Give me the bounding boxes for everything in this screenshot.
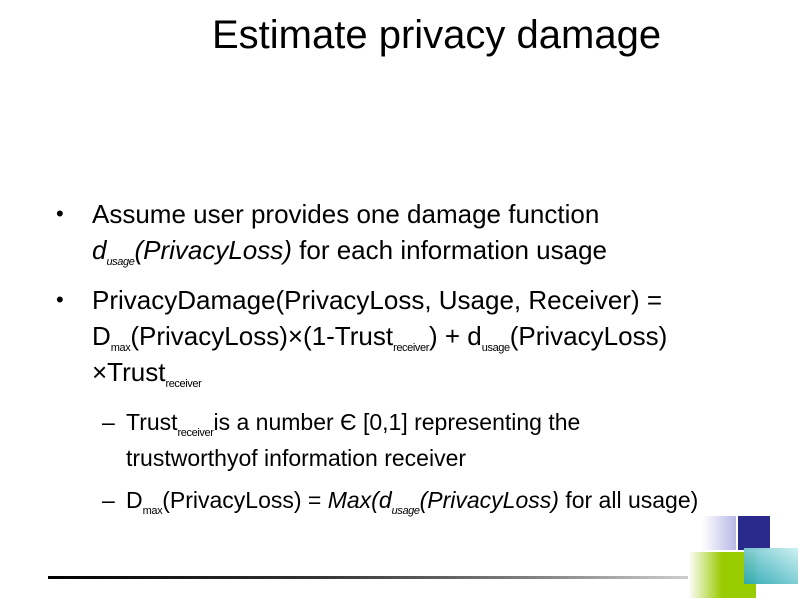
slide-body: • Assume user provides one damage functi…	[56, 196, 716, 524]
sub-text: D	[126, 487, 143, 513]
privacy-loss-arg: (PrivacyLoss)	[419, 487, 559, 513]
footer-divider	[48, 576, 718, 579]
deco-square-lime-light	[688, 552, 722, 598]
usage-subscript: usage	[481, 342, 510, 354]
privacy-loss-arg: (PrivacyLoss)	[134, 235, 292, 265]
formula-part: (PrivacyLoss)×(1-Trust	[130, 321, 394, 351]
formula-part: PrivacyDamage(PrivacyLoss, Usage, Receiv…	[92, 285, 663, 351]
sub-text: (PrivacyLoss) =	[162, 487, 328, 513]
d-symbol: d	[92, 235, 107, 265]
deco-square-lavender	[702, 516, 736, 550]
receiver-subscript: receiver	[393, 342, 430, 354]
formula-part: (PrivacyLoss) ×Trust	[92, 321, 668, 387]
max-function: Max(d	[327, 487, 392, 513]
decorative-squares	[688, 516, 798, 598]
bullet-mark: •	[56, 201, 64, 226]
deco-square-teal	[744, 548, 798, 584]
dash-mark: –	[102, 487, 115, 513]
slide-title: Estimate privacy damage	[212, 13, 662, 57]
bullet-assume-damage-function: • Assume user provides one damage functi…	[56, 196, 716, 268]
sub-text: is a number Є [0,1] representing the tru…	[126, 409, 581, 471]
subbullet-trust-definition: – Trustreceiveris a number Є [0,1] repre…	[56, 404, 716, 476]
subbullet-dmax-definition: – Dmax(PrivacyLoss) = Max(dusage(Privacy…	[56, 482, 716, 518]
formula-part: ) + d	[429, 321, 482, 351]
sub-text: Trust	[126, 409, 178, 435]
bullet-privacy-damage-formula: • PrivacyDamage(PrivacyLoss, Usage, Rece…	[56, 282, 716, 390]
receiver-subscript: receiver	[165, 378, 202, 390]
usage-subscript: usage	[391, 505, 420, 517]
dash-mark: –	[102, 409, 115, 435]
bullet-text-end: for each information usage	[291, 235, 608, 265]
receiver-subscript: receiver	[177, 427, 214, 439]
bullet-text: Assume user provides one damage function	[92, 199, 600, 229]
max-subscript: max	[110, 342, 131, 354]
max-subscript: max	[142, 505, 163, 517]
sub-text: for all usage)	[558, 487, 699, 513]
bullet-mark: •	[56, 287, 64, 312]
usage-subscript: usage	[106, 256, 135, 268]
deco-square-navy	[738, 516, 770, 550]
